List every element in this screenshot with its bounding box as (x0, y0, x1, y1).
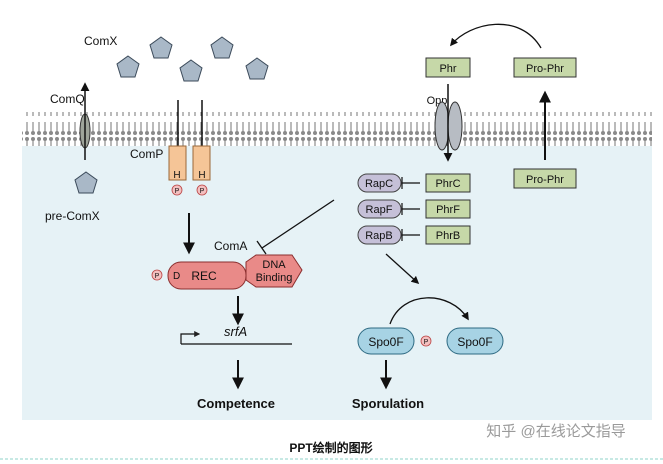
comp-receptor (168, 100, 211, 196)
rapf-label: RapF (366, 204, 393, 216)
comq-transporter (79, 82, 91, 160)
phrb-label: PhrB (436, 230, 460, 242)
spo0f-p-label: P (424, 339, 429, 346)
rapc-label: RapC (365, 178, 393, 190)
pre-comx-peptide (74, 171, 98, 194)
comx-peptides (74, 36, 269, 194)
phr-box (425, 57, 471, 78)
comp-label: ComP (130, 147, 163, 161)
rap-to-spo0f-arrow (385, 253, 420, 285)
spo0f-proteins (357, 327, 504, 355)
rec-d-label: D (173, 271, 180, 282)
pro-phr-top-box (513, 57, 577, 78)
spo0f-phospho-label: Spo0F (368, 335, 403, 349)
comp-p-right: P (200, 188, 205, 195)
comp-p-left: P (175, 188, 180, 195)
pro-phr-top-label: Pro-Phr (526, 63, 564, 75)
dna-binding-line1: DNA (262, 259, 286, 271)
rap-inhibition-coma (256, 199, 335, 255)
phrf-label: PhrF (436, 204, 460, 216)
rec-p-label: P (155, 273, 160, 280)
phrc-label: PhrC (435, 178, 460, 190)
figure-caption: PPT绘制的图形 (289, 440, 372, 455)
srfa-label: srfA (224, 324, 247, 339)
comx-peptide-2 (210, 36, 234, 59)
opp-transporter (434, 101, 463, 151)
comp-h-right: H (198, 170, 205, 181)
pro-phr-bottom-label: Pro-Phr (526, 174, 564, 186)
rapb-label: RapB (365, 230, 393, 242)
cytoplasm-region (22, 146, 652, 420)
dna-binding-line2: Binding (256, 272, 293, 284)
pre-comx-label: pre-ComX (45, 209, 100, 223)
comx-peptide-5 (245, 57, 269, 80)
sporulation-label: Sporulation (352, 396, 424, 411)
comp-h-left: H (173, 170, 180, 181)
pro-phr-bottom-box (513, 168, 577, 189)
watermark: 知乎 @在线论文指导 (486, 423, 625, 440)
phr-label: Phr (439, 63, 456, 75)
comx-peptide-1 (149, 36, 173, 59)
comq-label: ComQ (50, 92, 85, 106)
comx-peptide-3 (116, 55, 140, 78)
coma-protein (151, 254, 303, 290)
coma-label: ComA (214, 239, 247, 253)
comx-peptide-4 (179, 59, 203, 82)
comx-label: ComX (84, 34, 117, 48)
pro-phr-to-phr-arrow (450, 23, 542, 49)
cell-membrane (22, 112, 652, 146)
spo0f-label: Spo0F (457, 335, 492, 349)
spo0f-dephosphorylation-arrow (389, 297, 469, 325)
rec-label: REC (191, 269, 217, 283)
competence-label: Competence (197, 396, 275, 411)
rap-phr-pairs (357, 173, 471, 245)
srfa-gene (180, 331, 292, 345)
